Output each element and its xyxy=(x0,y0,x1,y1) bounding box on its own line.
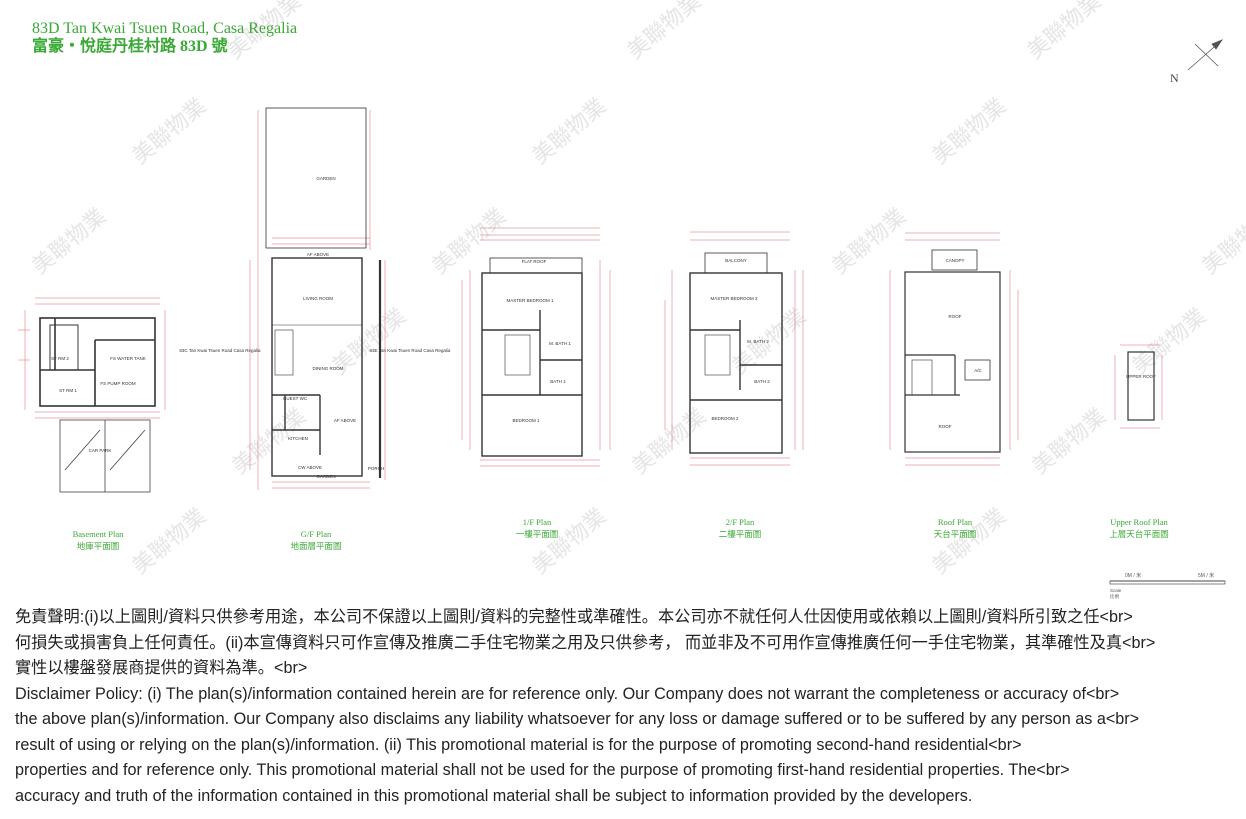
disclaimer-line: 何損失或損害負上任何責任。(ii)本宣傳資料只可作宣傳及推廣二手住宅物業之用及只… xyxy=(15,633,1156,652)
north-label: N xyxy=(1170,71,1179,85)
scale-bar: 0M / 米 5M / 米 Scale 比例 xyxy=(1109,572,1226,600)
plan-label-zh: 天台平面圖 xyxy=(934,529,977,539)
plan-label-zh: 二樓平面圖 xyxy=(719,529,762,539)
disclaimer-line: the above plan(s)/information. Our Compa… xyxy=(15,710,1140,728)
roof-plan: CANOPY ROOF A/C ROOF Roof Plan 天台平面圖 xyxy=(889,232,1019,539)
room-label: CW ABOVE xyxy=(298,465,322,470)
room-label: BATH 1 xyxy=(550,379,566,384)
watermark-icon: 美聯物業 xyxy=(1128,304,1211,380)
room-label: MASTER BEDROOM 1 xyxy=(506,298,554,303)
watermark-icon: 美聯物業 xyxy=(928,94,1011,170)
plan-label-en: 1/F Plan xyxy=(523,517,552,527)
disclaimer-line: 實性以樓盤發展商提供的資料為準。<br> xyxy=(15,659,308,677)
room-label: FS WATER TANK xyxy=(110,356,146,361)
room-label: GARDEN xyxy=(316,176,335,181)
watermark-icon: 美聯物業 xyxy=(1028,404,1111,480)
watermark-icon: 美聯物業 xyxy=(28,204,111,280)
plan-label-en: Upper Roof Plan xyxy=(1110,517,1168,527)
scale-label-zh: 比例 xyxy=(1110,593,1119,600)
room-label: KITCHEN xyxy=(288,436,308,441)
1f-plan: FLAT ROOF MASTER BEDROOM 1 M. BATH 1 BAT… xyxy=(461,227,611,539)
room-label: PORCH xyxy=(368,466,384,471)
watermark-layer: 美聯物業 美聯物業 美聯物業 美聯物業 美聯物業 美聯物業 美聯物業 美聯物業 … xyxy=(28,0,1246,580)
watermark-icon: 美聯物業 xyxy=(428,204,511,280)
header: 83D Tan Kwai Tsuen Road, Casa Regalia 富豪… xyxy=(32,20,297,56)
watermark-icon: 美聯物業 xyxy=(828,204,911,280)
watermark-icon: 美聯物業 xyxy=(1198,204,1246,280)
room-label: BALCONY xyxy=(725,258,747,263)
watermark-icon: 美聯物業 xyxy=(928,504,1011,580)
plan-label-zh: 地庫平面圖 xyxy=(77,541,120,551)
room-label: CANOPY xyxy=(945,258,964,263)
2f-plan: BALCONY MASTER BEDROOM 2 M. BATH 2 BATH … xyxy=(664,231,804,539)
room-label: DINING ROOM xyxy=(313,366,344,371)
room-label: ST RM 2 xyxy=(51,356,69,361)
scale-label-en: Scale xyxy=(1110,588,1122,593)
scale-left: 0M / 米 xyxy=(1125,572,1141,579)
room-label: BATH 2 xyxy=(754,379,770,384)
room-label: ST RM 1 xyxy=(59,388,77,393)
plan-label-en: 2/F Plan xyxy=(726,517,755,527)
disclaimer-line: Disclaimer Policy: (i) The plan(s)/infor… xyxy=(15,684,1120,703)
watermark-icon: 美聯物業 xyxy=(128,504,211,580)
watermark-icon: 美聯物業 xyxy=(623,0,706,65)
room-label: A/C xyxy=(974,368,982,373)
room-label: GARDEN xyxy=(316,474,335,479)
room-label: M. BATH 2 xyxy=(747,339,769,344)
gf-plan: GARDEN AF ABOVE LIVING ROOM DINING ROOM … xyxy=(179,107,451,551)
room-label: M. BATH 1 xyxy=(549,341,571,346)
disclaimer-line: accuracy and truth of the information co… xyxy=(15,786,973,805)
room-label: MASTER BEDROOM 2 xyxy=(710,296,758,301)
plan-label-en: Roof Plan xyxy=(938,517,973,527)
disclaimer-line: 免責聲明:(i)以上圖則/資料只供參考用途，本公司不保證以上圖則/資料的完整性或… xyxy=(15,608,1133,626)
neighbour-label: 83E Tan Kwai Tsuen Road Casa Regalia xyxy=(370,348,451,353)
upper-roof-plan: UPPER ROOF Upper Roof Plan 上層天台平面圖 xyxy=(1109,344,1169,539)
room-label: GUEST WC xyxy=(283,396,308,401)
title-en: 83D Tan Kwai Tsuen Road, Casa Regalia xyxy=(32,20,298,37)
room-label: ROOF xyxy=(949,314,962,319)
room-label: BEDROOM 2 xyxy=(711,416,739,421)
room-label: ROOF xyxy=(939,424,952,429)
plan-label-en: Basement Plan xyxy=(73,529,125,539)
disclaimer-line: result of using or relying on the plan(s… xyxy=(15,735,1022,754)
room-label: FS PUMP ROOM xyxy=(100,381,135,386)
watermark-icon: 美聯物業 xyxy=(628,404,711,480)
disclaimer-line: properties and for reference only. This … xyxy=(15,761,1070,779)
room-label: BEDROOM 1 xyxy=(512,418,540,423)
room-label: FLAT ROOF xyxy=(522,259,547,264)
basement-plan: ST RM 2 ST RM 1 FS WATER TANK FS PUMP RO… xyxy=(18,297,166,551)
neighbour-label: 83C Tan Kwai Tsuen Road Casa Regalia xyxy=(179,348,261,353)
watermark-icon: 美聯物業 xyxy=(528,504,611,580)
watermark-icon: 美聯物業 xyxy=(1023,0,1106,65)
floor-plans: 美聯物業 美聯物業 美聯物業 美聯物業 美聯物業 美聯物業 美聯物業 美聯物業 … xyxy=(18,0,1246,600)
scale-right: 5M / 米 xyxy=(1198,572,1214,579)
plan-label-zh: 地面層平面圖 xyxy=(290,541,341,551)
room-label: LIVING ROOM xyxy=(303,296,333,301)
room-label: UPPER ROOF xyxy=(1126,374,1156,379)
room-label: CAR PARK xyxy=(89,448,112,453)
watermark-icon: 美聯物業 xyxy=(528,94,611,170)
title-zh: 富豪・悅庭丹桂村路 83D 號 xyxy=(32,38,228,55)
disclaimer: 免責聲明:(i)以上圖則/資料只供參考用途，本公司不保證以上圖則/資料的完整性或… xyxy=(15,605,1246,809)
room-label: AF ABOVE xyxy=(307,252,329,257)
plan-label-zh: 一樓平面圖 xyxy=(516,529,559,539)
watermark-icon: 美聯物業 xyxy=(223,0,306,65)
watermark-icon: 美聯物業 xyxy=(128,94,211,170)
north-arrow-icon xyxy=(1187,39,1224,71)
plan-label-en: G/F Plan xyxy=(301,529,332,539)
room-label: AF ABOVE xyxy=(334,418,356,423)
plan-label-zh: 上層天台平面圖 xyxy=(1109,529,1169,539)
